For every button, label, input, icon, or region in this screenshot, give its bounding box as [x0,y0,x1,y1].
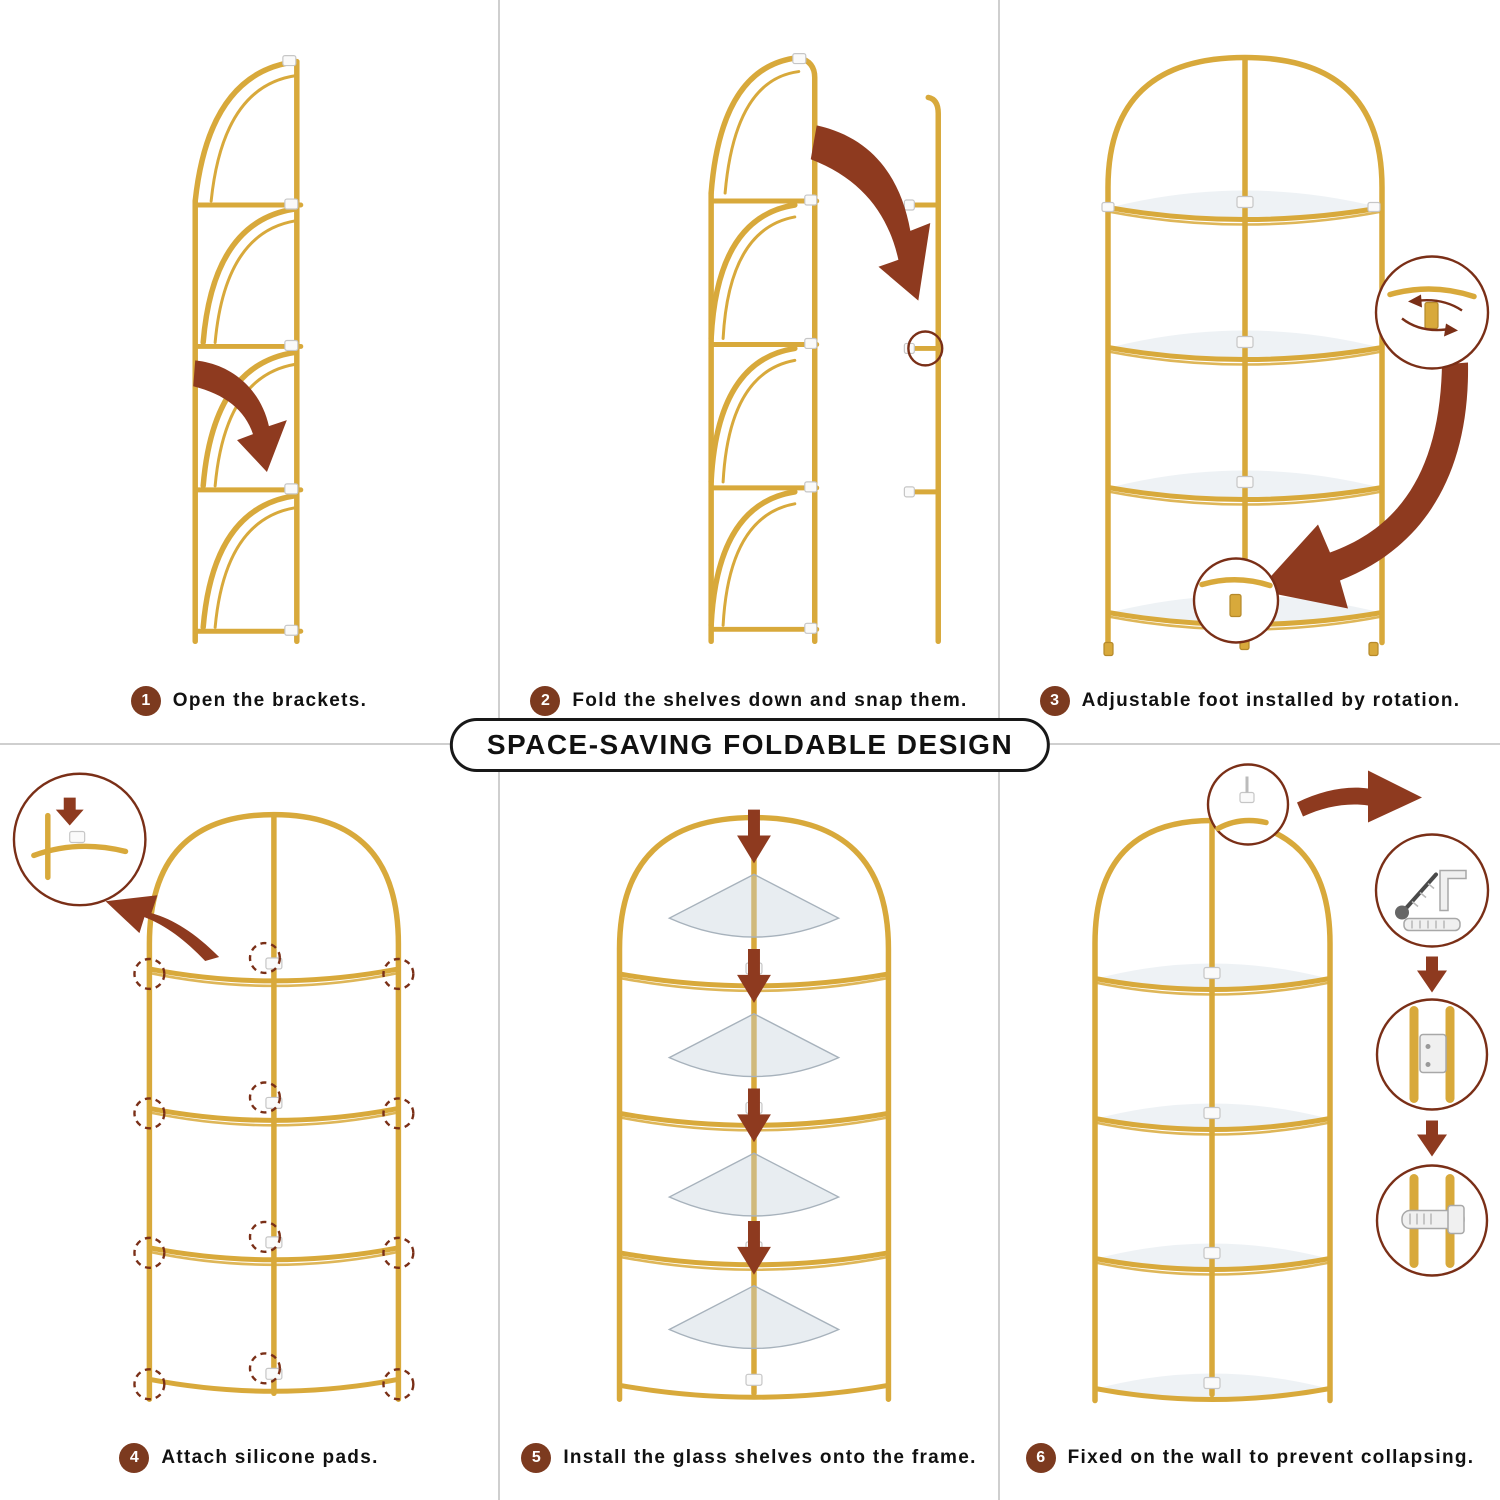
step-caption-text: Fold the shelves down and snap them. [572,690,968,711]
down-arrow-icon [737,1220,771,1275]
step-3-caption: 3 Adjustable foot installed by rotation. [1000,665,1500,743]
glass-shelf [667,1284,841,1350]
bracket-clips [792,53,818,634]
open-shelf-foot-illustration [1101,54,1490,657]
step-caption-text: Install the glass shelves onto the frame… [563,1447,977,1468]
step-caption-text: Adjustable foot installed by rotation. [1081,690,1461,711]
step-number-badge: 2 [530,686,561,716]
dashed-marker [133,957,166,991]
pad-arrow-icon [105,895,220,961]
zoom-circle-foot-top [1374,255,1490,370]
bracket-clips [1203,966,1221,1390]
step-number-badge: 1 [130,686,161,716]
step-number-badge: 5 [521,1443,552,1473]
step-1-illustration [0,0,498,665]
wall-arrow-icon [1297,770,1422,823]
step-1-caption: 1 Open the brackets. [0,665,498,743]
strap-icon [1403,917,1461,932]
rotation-arrows-icon [1401,317,1447,332]
step-4-illustration [0,745,498,1422]
install-arrows [737,809,771,1275]
down-arrow-icon [737,809,771,864]
banner: SPACE-SAVING FOLDABLE DESIGN [449,718,1051,772]
open-leg [903,94,941,644]
zoom-circle-anchor [1206,763,1290,846]
step-6-illustration [1000,745,1500,1422]
dashed-marker [248,941,282,975]
snap-highlight-circle [907,330,944,367]
down-arrow-icon [737,949,771,1003]
step-2-panel: 2 Fold the shelves down and snap them. [500,0,1000,745]
step-4-caption: 4 Attach silicone pads. [0,1422,498,1500]
bracket-icon [1439,869,1467,912]
step-3-panel: 3 Adjustable foot installed by rotation. [1000,0,1500,745]
dashed-marker [248,1081,282,1114]
dashed-marker [133,1097,166,1130]
step-6-caption: 6 Fixed on the wall to prevent collapsin… [1000,1422,1500,1500]
step-5-caption: 5 Install the glass shelves onto the fra… [500,1422,998,1500]
fold-arrow-icon [193,360,287,472]
step-2-caption: 2 Fold the shelves down and snap them. [500,665,998,743]
dashed-marker [248,1352,282,1385]
step-3-illustration [1000,0,1500,665]
step-number-badge: 3 [1039,686,1070,716]
glass-shelf-panels [667,873,841,1350]
fold-arrow-icon [810,125,931,301]
step-4-panel: 4 Attach silicone pads. [0,745,500,1500]
glass-shelf [667,873,841,938]
down-arrow-icon [55,797,84,826]
dashed-marker [248,1220,282,1254]
glass-shelf [667,1152,841,1217]
half-open-shelf-frame [708,54,820,644]
dashed-marker [382,957,415,991]
dashed-marker [133,1368,166,1401]
down-arrow-icon [737,1088,771,1143]
zoom-circle-hardware [1374,833,1490,948]
silicone-pads-illustration [12,772,415,1402]
zoom-circle-pad [12,772,147,907]
step-1-panel: 1 Open the brackets. [0,0,500,745]
step-6-panel: 6 Fixed on the wall to prevent collapsin… [1000,745,1500,1500]
down-arrow-icon [1417,1120,1447,1157]
step-5-panel: 5 Install the glass shelves onto the fra… [500,745,1000,1500]
step-caption-text: Attach silicone pads. [161,1447,379,1468]
foot-arrow-icon [1258,362,1469,609]
glass-shelf [667,1012,841,1078]
step-number-badge: 6 [1025,1443,1056,1473]
wall-fix-illustration [1092,763,1490,1404]
step-caption-text: Fixed on the wall to prevent collapsing. [1067,1447,1475,1468]
down-arrow-icon [1417,956,1447,993]
folded-shelf-illustration [192,55,304,644]
bracket-clips [265,957,283,1380]
dashed-marker [382,1097,415,1130]
step-number-badge: 4 [119,1443,150,1473]
half-open-shelf-illustration [708,53,944,644]
dashed-marker [382,1368,415,1401]
step-5-illustration [500,745,998,1422]
step-caption-text: Open the brackets. [172,690,368,711]
dashed-marker [382,1236,415,1269]
folded-shelf-frame [192,58,304,644]
zoom-circle-foot-bottom [1192,557,1280,644]
bracket-clips [282,55,299,636]
step-2-illustration [500,0,998,665]
banner-title: SPACE-SAVING FOLDABLE DESIGN [486,729,1014,760]
pad-position-markers [133,941,415,1401]
dashed-marker [133,1236,166,1269]
zoom-circle-strap-mounted [1375,1164,1489,1277]
bracket-icon [1419,1033,1447,1074]
glass-install-illustration [616,809,892,1402]
zoom-circle-bracket-mounted [1375,998,1489,1111]
